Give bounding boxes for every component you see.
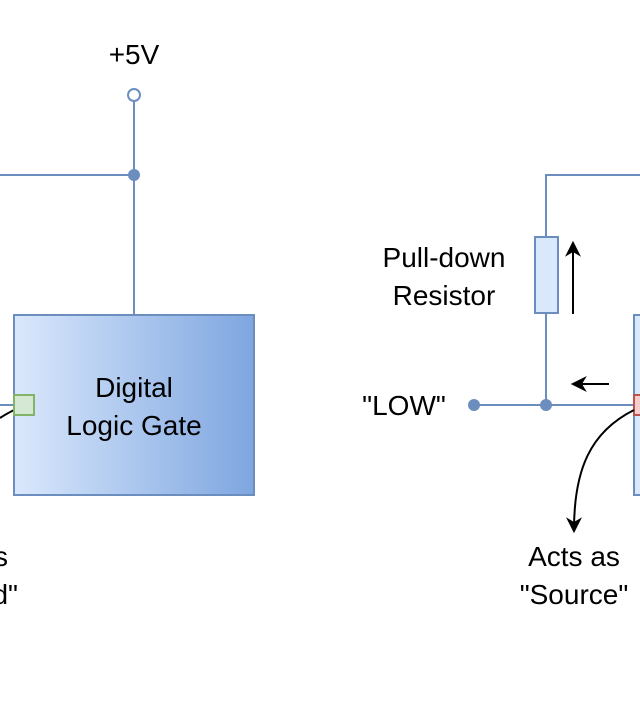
gate-label-line1: Digital (95, 372, 173, 403)
digital-logic-gate-block (13, 314, 255, 496)
source-note-line1: Acts as (528, 541, 620, 572)
resistor-label-line1: Pull-down (383, 242, 506, 273)
left-circuit: +5V Digital Logic Gate s d" (0, 39, 255, 610)
gate-label-line2: Logic Gate (66, 410, 201, 441)
resistor-label-line2: Resistor (393, 280, 496, 311)
low-output-label: "LOW" (362, 390, 446, 421)
output-pin (633, 394, 640, 416)
sink-note-line1: s (0, 541, 8, 572)
junction-dot (128, 169, 140, 181)
output-terminal-dot (468, 399, 480, 411)
supply-terminal (127, 88, 141, 102)
source-curve-arrow-icon (566, 409, 635, 534)
source-note-line2: "Source" (520, 579, 629, 610)
input-pin (13, 394, 35, 416)
sink-curve-arrow (0, 409, 15, 419)
supply-voltage-label: +5V (109, 39, 160, 70)
junction-dot (540, 399, 552, 411)
sink-note-line2: d" (0, 579, 18, 610)
pull-down-resistor (534, 236, 559, 314)
right-circuit: Pull-down Resistor "LOW" Acts as "Source… (362, 174, 640, 610)
resistor-top-wire (545, 174, 640, 237)
